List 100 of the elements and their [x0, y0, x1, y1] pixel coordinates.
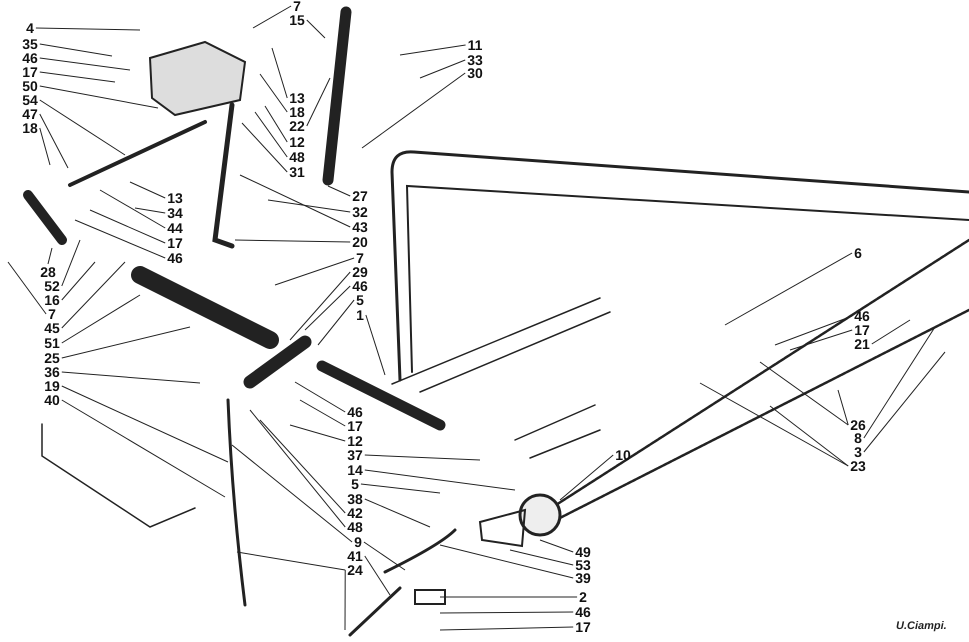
- leader-line: [134, 208, 166, 214]
- callout-number: 6: [854, 246, 862, 260]
- leader-line: [260, 74, 288, 112]
- leader-line: [264, 106, 288, 142]
- callout-number: 48: [347, 520, 363, 534]
- leader-line: [364, 556, 390, 596]
- leader-line: [344, 570, 346, 630]
- callout-number: 48: [289, 150, 305, 164]
- leader-line: [240, 174, 351, 228]
- callout-number: 32: [352, 205, 368, 219]
- leader-line: [300, 400, 346, 426]
- leader-line: [362, 72, 466, 148]
- leader-line: [100, 190, 166, 228]
- leader-line: [760, 362, 849, 426]
- leader-line: [306, 78, 330, 126]
- callout-number: 46: [854, 309, 870, 323]
- leader-line: [242, 122, 288, 172]
- callout-number: 12: [289, 135, 305, 149]
- callout-number: 3: [854, 445, 862, 459]
- leader-line: [863, 352, 946, 452]
- leader-line: [770, 406, 849, 466]
- leader-line: [440, 626, 574, 630]
- leader-line: [363, 542, 406, 570]
- callout-number: 15: [289, 13, 305, 27]
- callout-number: 23: [850, 459, 866, 473]
- leader-line: [250, 410, 346, 528]
- leader-line: [268, 200, 351, 212]
- leader-line: [318, 300, 355, 346]
- leader-line: [272, 48, 288, 98]
- callout-number: 44: [167, 221, 183, 235]
- leader-line: [232, 444, 353, 542]
- callout-number: 21: [854, 337, 870, 351]
- leader-line: [700, 382, 849, 466]
- callout-number: 4: [26, 21, 34, 35]
- leader-line: [61, 400, 226, 498]
- leader-line: [61, 262, 126, 328]
- leader-line: [540, 540, 574, 552]
- callout-number: 18: [289, 105, 305, 119]
- leader-line: [39, 86, 158, 108]
- callout-number: 45: [44, 321, 60, 335]
- leader-line: [304, 286, 351, 330]
- leader-line: [306, 20, 326, 38]
- callout-number: 1: [356, 308, 364, 322]
- leader-line: [440, 596, 578, 598]
- callout-number: 49: [575, 545, 591, 559]
- callout-number: 46: [22, 51, 38, 65]
- callout-number: 46: [167, 251, 183, 265]
- leader-line: [560, 454, 614, 500]
- leader-line: [61, 372, 200, 384]
- callout-number: 16: [44, 293, 60, 307]
- leader-line: [252, 6, 292, 28]
- callout-number: 7: [356, 251, 364, 265]
- leader-line: [863, 326, 936, 438]
- callout-number: 11: [468, 38, 482, 52]
- leader-line: [61, 262, 96, 300]
- callout-number: 33: [467, 53, 483, 67]
- callout-number: 51: [44, 336, 60, 350]
- callout-number: 7: [293, 0, 301, 13]
- callout-number: 41: [347, 549, 363, 563]
- leader-line: [510, 550, 574, 566]
- callout-number: 43: [352, 220, 368, 234]
- leader-line: [364, 498, 430, 528]
- callout-number: 18: [22, 121, 38, 135]
- leader-line: [838, 390, 849, 426]
- callout-number: 40: [44, 393, 60, 407]
- leader-line: [39, 128, 50, 166]
- callout-number: 26: [850, 418, 866, 432]
- callout-number: 35: [22, 37, 38, 51]
- leader-line: [61, 326, 190, 358]
- callout-number: 5: [356, 293, 364, 307]
- leader-line: [871, 320, 910, 344]
- callout-number: 17: [347, 419, 363, 433]
- leader-line: [254, 112, 288, 158]
- callout-number: 31: [289, 165, 305, 179]
- callout-number: 34: [167, 206, 183, 220]
- callout-number: 46: [575, 605, 591, 619]
- callout-number: 46: [347, 405, 363, 419]
- callout-number: 54: [22, 93, 38, 107]
- leader-line: [290, 424, 346, 442]
- callout-number: 47: [22, 107, 38, 121]
- callout-number: 30: [467, 66, 483, 80]
- callout-number: 36: [44, 365, 60, 379]
- leader-line: [39, 72, 116, 82]
- leader-line: [440, 544, 574, 578]
- callout-number: 28: [40, 265, 56, 279]
- callout-number: 24: [347, 563, 363, 577]
- leader-line: [774, 316, 853, 346]
- leader-line: [440, 612, 574, 614]
- callout-number: 25: [44, 351, 60, 365]
- leader-line: [234, 240, 351, 242]
- callout-number: 8: [854, 431, 862, 445]
- leader-line: [61, 386, 228, 462]
- callout-number: 2: [579, 590, 587, 604]
- callout-number: 39: [575, 571, 591, 585]
- leader-line: [364, 470, 516, 490]
- leader-line: [260, 420, 346, 514]
- leader-line: [360, 484, 440, 494]
- callout-number: 53: [575, 558, 591, 572]
- leader-line: [290, 272, 351, 340]
- leader-line: [39, 44, 112, 56]
